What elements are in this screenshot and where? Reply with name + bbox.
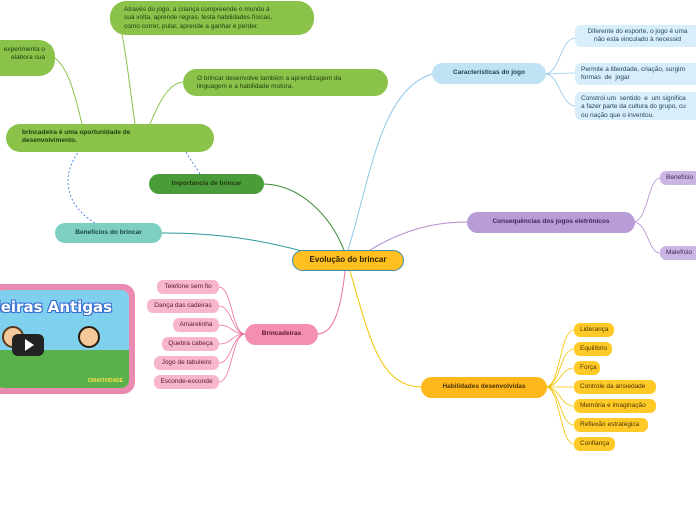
importancia-note-jogo[interactable]: Através do jogo, a criança compreende o … <box>110 1 314 35</box>
branch-brincadeiras[interactable]: Brincadeiras <box>245 324 318 345</box>
brincadeira-quebra-cabeca[interactable]: Quebra cabeça <box>162 337 219 351</box>
branch-consequencias[interactable]: Consequências dos jogos eletrônicos <box>467 212 635 233</box>
brincadeira-esconde-esconde[interactable]: Esconde-esconde <box>154 375 219 389</box>
habilidade-memoria-imaginacao[interactable]: Memória e imaginação <box>574 399 656 413</box>
habilidade-controle-ansiedade[interactable]: Controle da ansiedade <box>574 380 656 394</box>
caracteristica-item-1[interactable]: Diferente do esporte, o jogo é uma não e… <box>575 25 696 47</box>
consequencia-malefício[interactable]: Malefício <box>660 246 696 260</box>
grass-decoration <box>0 350 129 388</box>
video-thumbnail[interactable]: deiras Antigas CRIATIVIDADE <box>0 284 135 394</box>
video-frame: deiras Antigas CRIATIVIDADE <box>0 290 129 388</box>
habilidade-lideranca[interactable]: Liderança <box>574 323 614 337</box>
caracteristica-item-3[interactable]: Constroi um sentido e um significa a faz… <box>575 92 696 120</box>
habilidade-reflexao-estrategica[interactable]: Reflexão estratégica <box>574 418 648 432</box>
play-button-icon[interactable] <box>12 334 44 356</box>
branch-habilidades[interactable]: Habilidades desenvolvidas <box>421 377 547 398</box>
branch-beneficios[interactable]: Benefícios do brincar <box>55 223 162 243</box>
video-title: deiras Antigas <box>0 298 113 316</box>
central-topic[interactable]: Evolução do brincar <box>292 250 404 271</box>
consequencia-beneficio[interactable]: Benefício <box>660 171 696 185</box>
child-figure-right <box>78 326 100 348</box>
video-brand: CRIATIVIDADE <box>87 378 123 384</box>
branch-caracteristicas[interactable]: Características do jogo <box>432 63 546 84</box>
importancia-intro[interactable]: brincadeira é uma oportunidade de desenv… <box>6 124 214 152</box>
caracteristica-item-2[interactable]: Permite a liberdade, criação, surgim for… <box>575 63 696 85</box>
importancia-note-experimenta[interactable]: experimenta o elabora sua <box>0 40 55 76</box>
brincadeira-danca-cadeiras[interactable]: Dança das cadeiras <box>147 299 219 313</box>
habilidade-confianca[interactable]: Confiança <box>574 437 615 451</box>
importancia-note-linguagem[interactable]: O brincar desenvolve também a aprendizag… <box>183 69 388 96</box>
brincadeira-jogo-tabuleiro[interactable]: Jogo de tabuleiro <box>154 356 219 370</box>
brincadeira-amarelinha[interactable]: Amarelinha <box>173 318 219 332</box>
habilidade-forca[interactable]: Força <box>574 361 600 375</box>
branch-importancia[interactable]: Importancia de brincar <box>149 174 264 194</box>
habilidade-equilibrio[interactable]: Equilíbrio <box>574 342 612 356</box>
brincadeira-telefone[interactable]: Telefone sem fio <box>157 280 219 294</box>
